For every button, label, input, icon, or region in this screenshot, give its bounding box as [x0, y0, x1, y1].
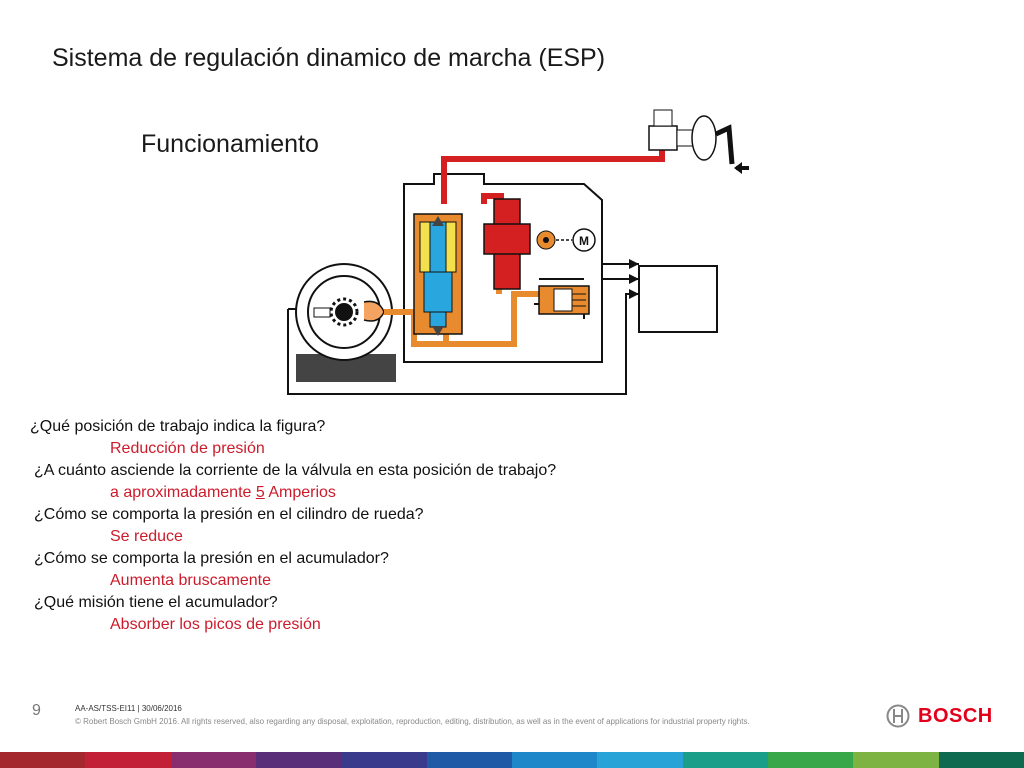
slide-subtitle: Funcionamiento: [141, 130, 319, 158]
question-4: ¿Cómo se comporta la presión en el acumu…: [34, 550, 389, 567]
answer-1: Reducción de presión: [110, 440, 265, 457]
answer-4: Aumenta bruscamente: [110, 572, 271, 589]
arrow-left-icon: [734, 162, 742, 174]
supergraphic-segment: [767, 752, 854, 768]
esp-hydraulic-diagram: M: [287, 109, 749, 395]
motor-icon: M: [556, 228, 596, 252]
master-cylinder: [648, 109, 749, 174]
return-pump: [483, 198, 556, 290]
logo-text: BOSCH: [918, 704, 993, 727]
supergraphic-segment: [255, 752, 342, 768]
answer-5: Absorber los picos de presión: [110, 616, 321, 633]
supergraphic-segment: [85, 752, 171, 768]
question-answer-list: ¿Qué posición de trabajo indica la figur…: [30, 416, 556, 636]
supergraphic-segment: [0, 752, 86, 768]
accumulator: [538, 285, 590, 315]
solenoid-valve: [413, 213, 463, 336]
question-5: ¿Qué misión tiene el acumulador?: [34, 594, 278, 611]
hydraulic-unit-housing: [403, 173, 603, 363]
doc-code: AA-AS/TSS-EI11 | 30/06/2016: [75, 704, 182, 713]
answer-2-number: 5: [255, 484, 265, 501]
motor-label: M: [579, 234, 589, 248]
control-unit-box: [638, 265, 718, 333]
supergraphic-segment: [682, 752, 768, 768]
supergraphic-segment: [341, 752, 427, 768]
question-3: ¿Cómo se comporta la presión en el cilin…: [34, 506, 424, 523]
wheel-assembly: [295, 263, 396, 382]
supergraphic-segment: [170, 752, 256, 768]
bosch-logo: BOSCH: [886, 704, 993, 728]
answer-2: a aproximadamente 5 Amperios: [110, 484, 336, 501]
supergraphic-segment: [426, 752, 512, 768]
supergraphic-segment: [511, 752, 598, 768]
supergraphic-segment: [597, 752, 683, 768]
supergraphic-bar: [0, 752, 1024, 768]
answer-3: Se reduce: [110, 528, 183, 545]
bosch-armature-icon: [886, 704, 910, 728]
gear-icon: [329, 297, 359, 327]
question-2: ¿A cuánto asciende la corriente de la vá…: [34, 462, 557, 479]
supergraphic-segment: [938, 752, 1024, 768]
question-1: ¿Qué posición de trabajo indica la figur…: [30, 418, 326, 435]
page-number: 9: [32, 702, 41, 719]
supergraphic-segment: [853, 752, 939, 768]
copyright-notice: © Robert Bosch GmbH 2016. All rights res…: [75, 717, 750, 726]
slide-title: Sistema de regulación dinamico de marcha…: [52, 44, 606, 72]
